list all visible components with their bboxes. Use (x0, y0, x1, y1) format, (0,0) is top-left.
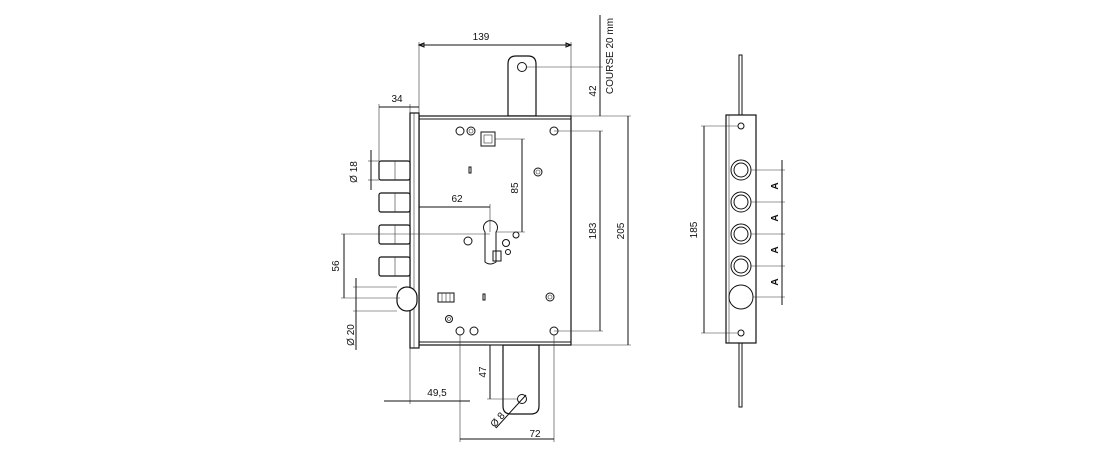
top-extension-plate (507, 55, 537, 117)
dim-deadbolt-diameter: Ø 20 (346, 324, 357, 346)
dim-height-185: 185 (689, 221, 700, 238)
dim-height-183: 183 (588, 222, 599, 239)
screw-lower-right (545, 292, 555, 302)
side-faceplate (725, 114, 757, 344)
dim-bolt-diameter: Ø 18 (349, 161, 360, 183)
top-extension-hole (517, 62, 527, 72)
bolt-4 (378, 256, 411, 277)
dim-backset-bolts: 34 (391, 94, 403, 105)
pitch-label-1: A (770, 182, 781, 189)
dim-cylinder-offset: 62 (451, 194, 463, 205)
bottom-rod (738, 342, 743, 408)
cylinder-cutout (483, 220, 498, 265)
front-view: 139 34 Ø 18 85 62 56 Ø 20 183 (331, 15, 631, 442)
latch-bolt (396, 286, 418, 312)
bolt-1 (378, 160, 411, 181)
side-view: 185 A A A A (689, 54, 785, 408)
dim-bottom-extension: 47 (478, 366, 489, 378)
pitch-label-3: A (770, 246, 781, 253)
screw-bottom-left (445, 315, 453, 323)
dim-top-extension: 42 (588, 85, 599, 97)
dim-hole-diameter: Ø 8 (489, 410, 508, 430)
bolt-2 (378, 192, 411, 213)
dim-stroke-note: COURSE 20 mm (605, 18, 616, 94)
top-rod (738, 54, 743, 116)
screw-mid-right (533, 167, 543, 177)
dim-backset-bottom: 49,5 (427, 388, 447, 399)
bottom-extension-hole (517, 394, 527, 404)
faceplate (409, 112, 420, 349)
dim-spacing-56: 56 (331, 260, 342, 272)
dim-spindle-to-cylinder: 85 (510, 182, 521, 194)
dim-height-205: 205 (616, 222, 627, 239)
pitch-label-2: A (770, 214, 781, 221)
dim-bottom-width: 72 (529, 429, 541, 440)
screw-top-left (455, 126, 465, 136)
bolt-3 (378, 224, 411, 245)
pitch-label-4: A (770, 278, 781, 285)
dim-width-top: 139 (473, 32, 490, 43)
bottom-extension-plate (502, 344, 540, 415)
cylinder-screw-left (463, 236, 473, 246)
screw-bottom-hole-b (469, 326, 479, 336)
lock-body (418, 115, 572, 346)
